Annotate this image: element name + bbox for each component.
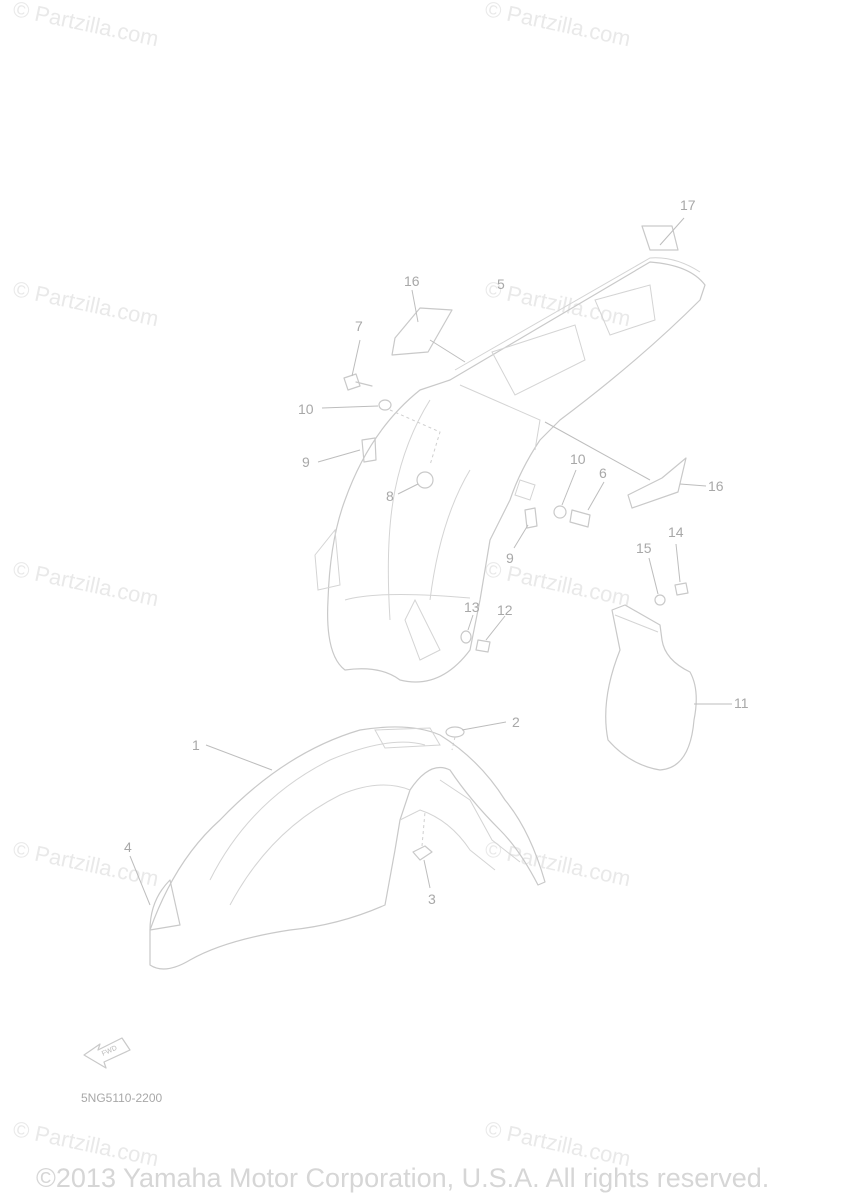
callout-12: 12 [497, 602, 513, 618]
copyright-notice: ©2013 Yamaha Motor Corporation, U.S.A. A… [36, 1163, 770, 1193]
part-9-nut-left [317, 437, 377, 463]
part-17-decal [641, 217, 685, 251]
part-10-collar-left [321, 399, 441, 466]
callout-6: 6 [599, 465, 607, 481]
part-15-washer [648, 557, 666, 606]
callout-16: 16 [708, 478, 724, 494]
callout-8: 8 [386, 488, 394, 504]
callout-17: 17 [680, 197, 696, 213]
part-9-nut-right [513, 507, 538, 549]
callout-2: 2 [512, 714, 520, 730]
callout-14: 14 [668, 524, 684, 540]
part-10-collar-right [553, 469, 577, 519]
part-4-decal [129, 855, 181, 931]
diagram-code: 5NG5110-2200 [81, 1091, 163, 1105]
part-3-bolt [412, 811, 433, 889]
front-fender [149, 726, 546, 970]
callout-11: 11 [734, 695, 749, 711]
callout-10: 10 [570, 451, 586, 467]
part-2-grommet [445, 721, 507, 751]
forward-arrow-icon: FWD [83, 1037, 131, 1069]
callout-10: 10 [298, 401, 314, 417]
callout-13: 13 [464, 599, 480, 615]
callout-16: 16 [404, 273, 420, 289]
part-6-bolt [569, 481, 605, 528]
callout-9: 9 [302, 454, 310, 470]
callout-5: 5 [497, 276, 505, 292]
part-16-decal-left [391, 289, 466, 363]
callout-15: 15 [636, 540, 652, 556]
part-12-bolt [475, 615, 506, 653]
callout-7: 7 [355, 318, 363, 334]
callout-4: 4 [124, 839, 132, 855]
part-16-decal-right [544, 421, 707, 509]
rear-fender [314, 257, 706, 683]
callout-9: 9 [506, 550, 514, 566]
part-7-bolt [343, 339, 373, 391]
part-8-grommet [397, 471, 434, 495]
callout-1: 1 [192, 737, 200, 753]
callout-3: 3 [428, 891, 436, 907]
part-14-screw [674, 543, 689, 596]
part-13-washer [460, 614, 474, 644]
part-11-mud-flap [605, 604, 732, 771]
